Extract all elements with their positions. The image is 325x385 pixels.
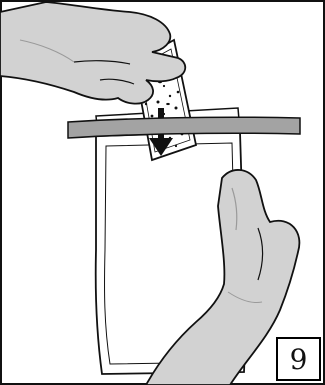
step-number: 9 <box>290 343 308 376</box>
step-number-badge: 9 <box>276 337 321 381</box>
